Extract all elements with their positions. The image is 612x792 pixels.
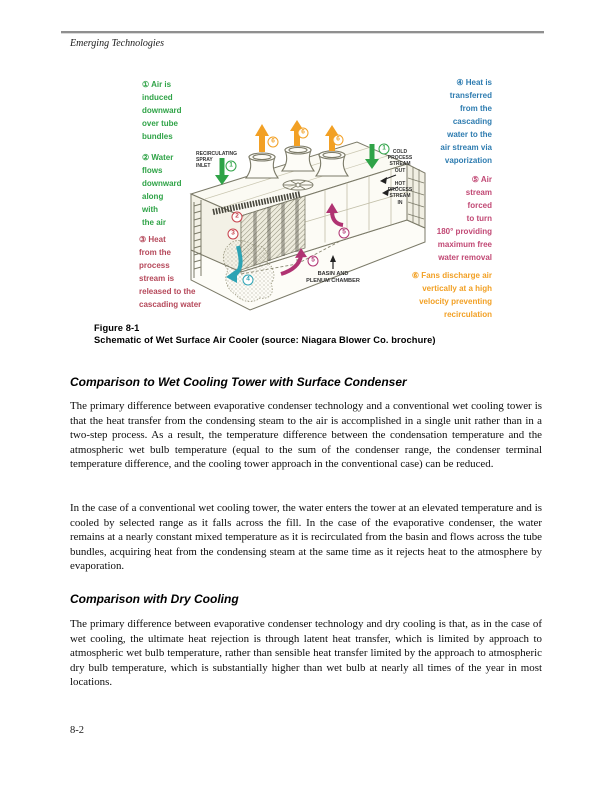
step-6-marker: 6 xyxy=(332,134,344,146)
label-cold-process-stream-out: COLD PROCESS STREAM OUT xyxy=(387,149,413,174)
paragraph: The primary difference between evaporati… xyxy=(70,400,542,471)
water-recirculation-arrow-icon xyxy=(226,245,243,283)
air-turn-arrow-icons xyxy=(280,203,344,276)
process-stream-pointer-icons xyxy=(380,174,399,196)
wet-surface-air-cooler-drawing xyxy=(189,120,426,311)
annotation-air-induced: ① Air is induced downward over tube bund… xyxy=(142,80,182,141)
paragraph: In the case of a conventional wet coolin… xyxy=(70,502,542,573)
basin-pointer-arrow-icon xyxy=(330,255,336,269)
step-5-marker: 5 xyxy=(307,255,319,267)
section-heading-wet-cooling-tower: Comparison to Wet Cooling Tower with Sur… xyxy=(70,375,407,389)
annotation-air-stream-forced: ⑤ Air stream forced to turn 180° providi… xyxy=(436,175,492,262)
fan-blades xyxy=(282,179,314,191)
figure-caption: Figure 8-1 Schematic of Wet Surface Air … xyxy=(94,323,436,346)
paragraph: The primary difference between evaporati… xyxy=(70,618,542,689)
air-induced-arrow-icons xyxy=(215,144,379,185)
process-header-grid xyxy=(407,167,425,225)
annotation-water-flows: ② Water flows downward along with the ai… xyxy=(142,153,182,227)
label-hot-process-stream-in: HOT PROCESS STREAM IN xyxy=(387,181,413,206)
step-6-marker: 6 xyxy=(297,127,309,139)
figure-caption-title: Schematic of Wet Surface Air Cooler (sou… xyxy=(94,334,436,345)
fan-discharge-arrow-icons xyxy=(255,120,339,152)
header-rule xyxy=(61,31,544,34)
ladder xyxy=(193,200,202,278)
figure-caption-label: Figure 8-1 xyxy=(94,323,140,333)
section-heading-dry-cooling: Comparison with Dry Cooling xyxy=(70,592,239,606)
step-2-marker: 2 xyxy=(231,211,243,223)
running-header: Emerging Technologies xyxy=(70,38,164,49)
figure-diagram: ① Air is induced downward over tube bund… xyxy=(95,72,495,324)
step-1-marker: 1 xyxy=(225,160,237,172)
step-6-marker: 6 xyxy=(267,136,279,148)
annotation-fans-discharge: ⑥ Fans discharge air vertically at a hig… xyxy=(411,271,492,319)
step-4-marker: 4 xyxy=(242,274,254,286)
label-recirculating-spray-inlet: RECIRCULATING SPRAY INLET xyxy=(196,151,238,170)
step-1-marker: 1 xyxy=(378,143,390,155)
step-5-marker: 5 xyxy=(338,227,350,239)
page-number: 8-2 xyxy=(70,725,84,736)
cascading-water-texture xyxy=(222,240,275,302)
annotation-heat-released: ③ Heat from the process stream is releas… xyxy=(139,235,202,309)
step-3-marker: 3 xyxy=(227,228,239,240)
annotation-heat-transferred: ④ Heat is transferred from the cascading… xyxy=(440,78,492,165)
label-basin-plenum-chamber: BASIN AND PLENUM CHAMBER xyxy=(306,271,360,284)
